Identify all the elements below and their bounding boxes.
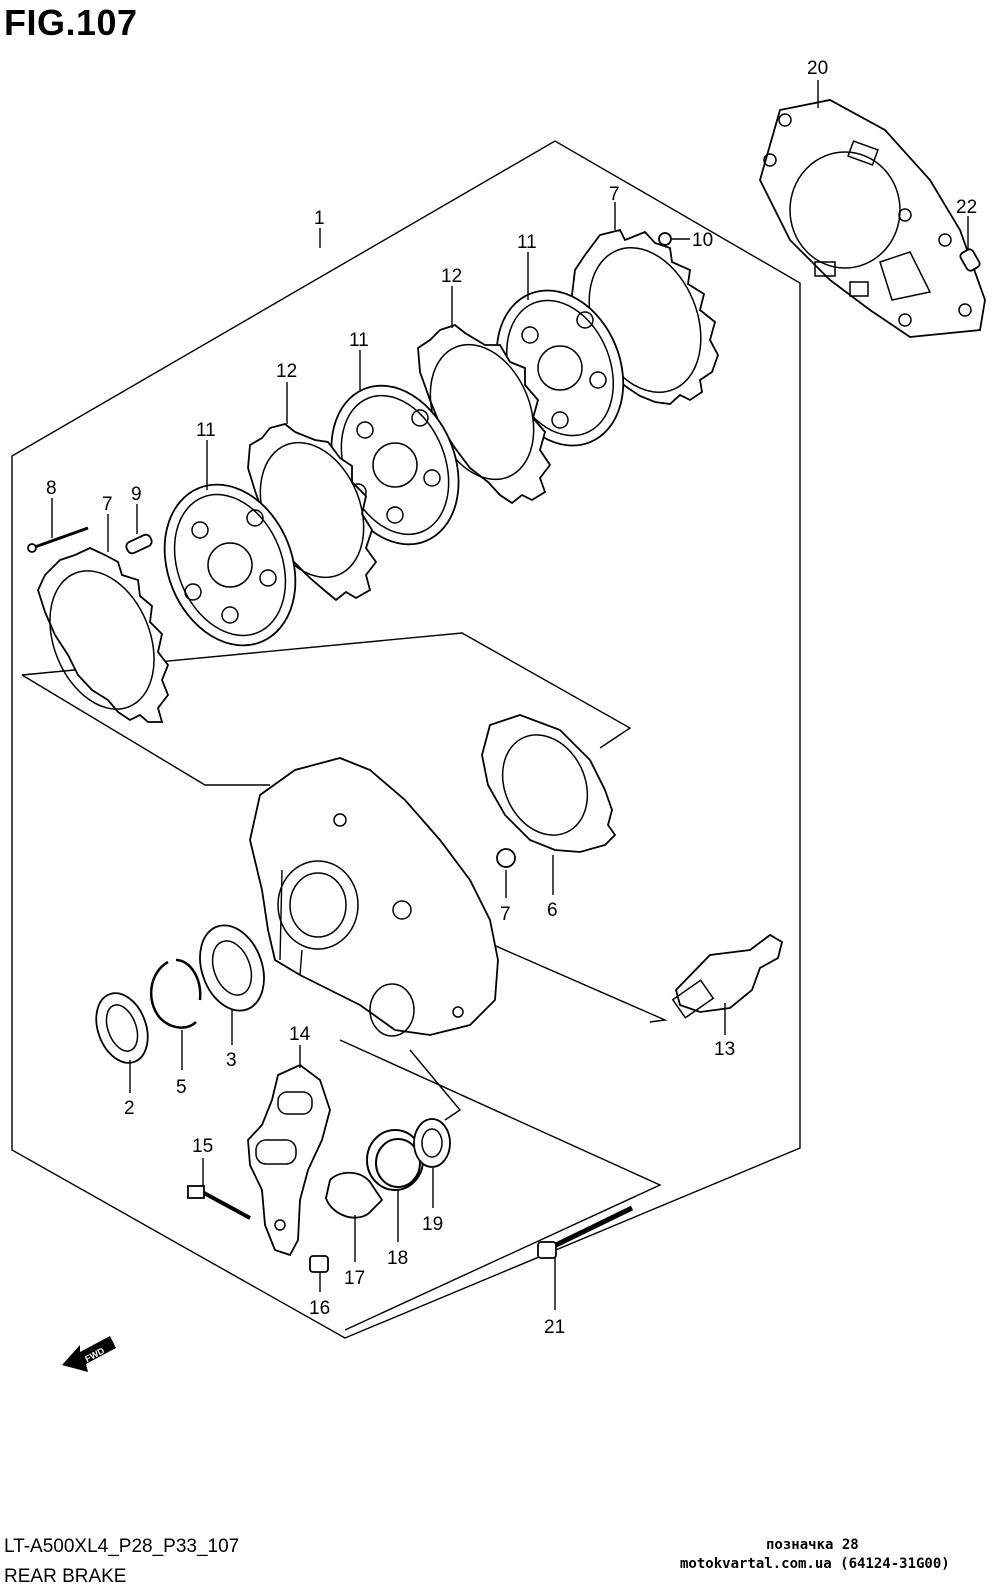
figure-title: FIG.107 <box>4 2 138 43</box>
shaft-part-13 <box>671 933 784 1019</box>
ball-part-6 <box>496 848 516 868</box>
callout-6: 7 <box>500 904 511 925</box>
forward-direction-arrow: FWD <box>62 1336 116 1372</box>
oil-seal-part-2 <box>95 992 149 1064</box>
assembly-outline <box>11 140 801 1339</box>
callout-10: 10 <box>692 230 713 251</box>
callout-7-top: 7 <box>609 184 620 205</box>
bearing-part-3 <box>199 924 265 1012</box>
bolt-part-21 <box>537 1205 634 1259</box>
callout-17: 17 <box>344 1268 365 1289</box>
callout-labels: 20 22 1 7 10 11 12 11 12 11 8 9 7 6 7 13… <box>46 58 977 1338</box>
spring-part-9 <box>125 533 153 555</box>
callout-11-left: 11 <box>196 420 216 441</box>
plate-group-bracket-lower <box>21 674 270 786</box>
callout-5: 6 <box>547 900 558 921</box>
ratchet-plate-part-17 <box>325 1171 384 1219</box>
plate-part-5 <box>481 714 617 853</box>
callout-20: 20 <box>807 58 828 79</box>
bolt-part-15 <box>187 1185 251 1220</box>
pin-part-8 <box>27 526 89 553</box>
callout-9: 9 <box>131 484 142 505</box>
callout-18: 18 <box>387 1248 408 1269</box>
plate-group-bracket <box>21 632 632 749</box>
bottom-bracket <box>409 1049 462 1121</box>
callout-1: 1 <box>314 208 325 229</box>
callout-16: 16 <box>309 1298 330 1319</box>
callout-14: 14 <box>289 1024 311 1045</box>
brake-housing <box>249 757 499 1037</box>
callout-leaders <box>51 80 969 1310</box>
callout-11-right: 11 <box>517 232 537 253</box>
watermark-line-2: motokvartal.com.ua (64124-31G00) <box>680 1556 950 1572</box>
callout-3: 3 <box>226 1050 237 1071</box>
shaft-bracket <box>339 1039 662 1331</box>
callout-2: 2 <box>124 1098 135 1119</box>
callout-15: 15 <box>192 1136 213 1157</box>
callout-13: 13 <box>714 1039 735 1060</box>
callout-12-right: 12 <box>441 266 462 287</box>
pressure-plate-part-7-left <box>37 547 170 723</box>
section-name: REAR BRAKE <box>4 1566 127 1587</box>
callout-21: 21 <box>544 1317 565 1338</box>
circlip-part-4 <box>149 958 202 1029</box>
callout-19: 19 <box>422 1214 443 1235</box>
dowel-pin-part-22 <box>959 248 981 272</box>
callout-12-left: 12 <box>276 361 297 382</box>
nut-part-16 <box>309 1255 329 1273</box>
friction-disc-part-11-left <box>163 483 297 647</box>
model-code: LT-A500XL4_P28_P33_107 <box>4 1536 240 1557</box>
callout-22: 22 <box>956 197 977 218</box>
brake-arm-part-14 <box>247 1063 331 1257</box>
housing-bracket <box>481 939 668 1023</box>
washer-part-19 <box>413 1118 451 1168</box>
callout-7-left: 7 <box>102 494 113 515</box>
washer-part-10 <box>658 232 690 246</box>
callout-4: 5 <box>176 1077 187 1098</box>
watermark-line-1: позначка 28 <box>766 1537 859 1553</box>
callout-11-middle: 11 <box>349 330 369 351</box>
callout-8: 8 <box>46 478 57 499</box>
gasket-part-20 <box>759 99 986 338</box>
